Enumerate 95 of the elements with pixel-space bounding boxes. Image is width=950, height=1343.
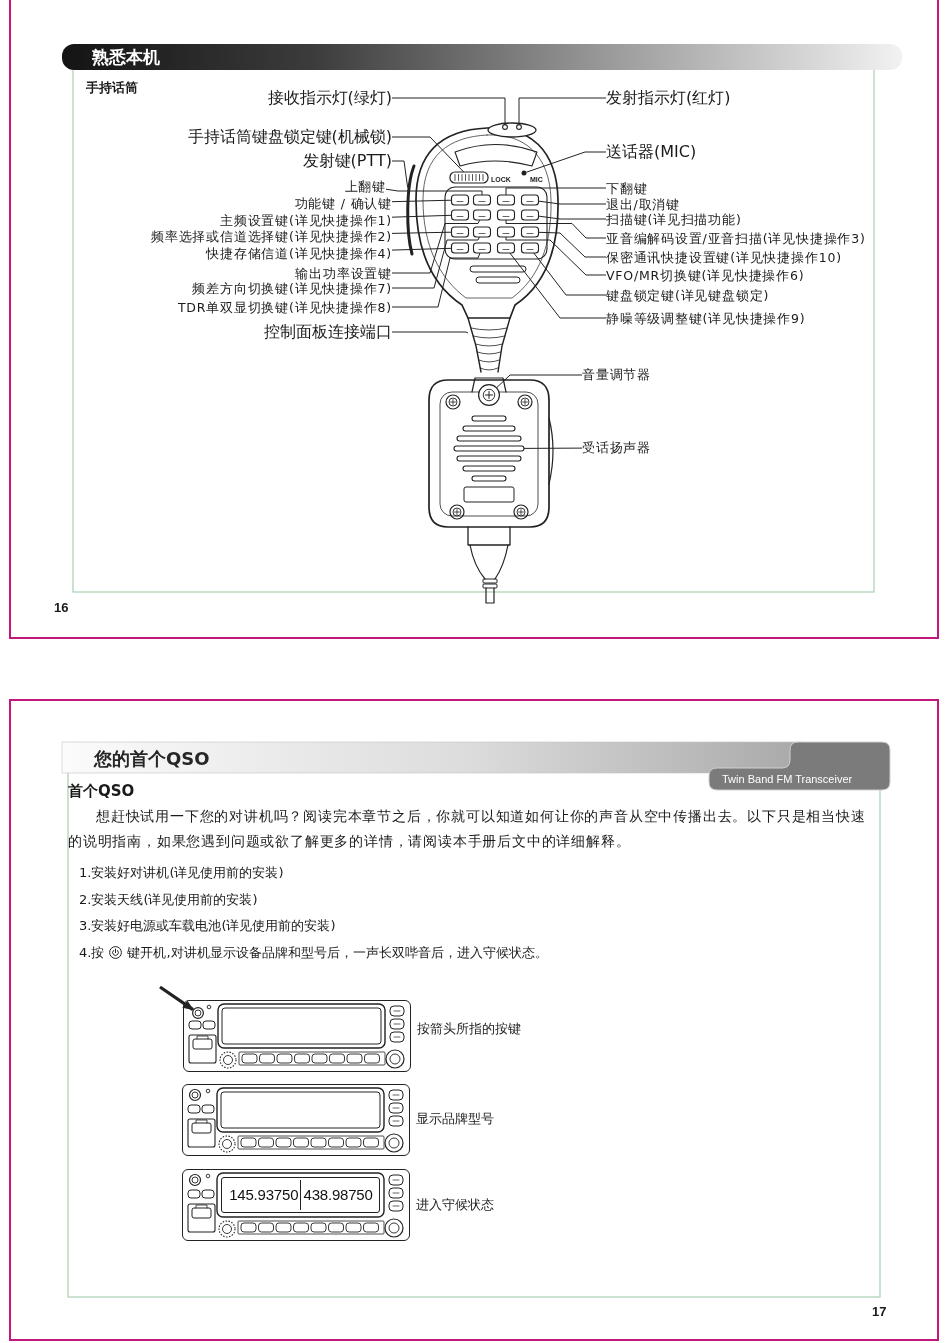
page-number: 17 bbox=[872, 1302, 887, 1320]
indicator-light bbox=[516, 124, 522, 130]
callout-label: 静噪等级调整键(详见快捷操作9) bbox=[606, 310, 806, 326]
step-caption: 按箭头所指的按键 bbox=[417, 1019, 521, 1037]
frequency-readout: 145.93750 bbox=[229, 1186, 299, 1205]
keypad-key bbox=[472, 226, 492, 238]
leader-line bbox=[391, 97, 506, 126]
step-caption: 进入守候状态 bbox=[416, 1195, 494, 1213]
callout-label: 主频设置键(详见快捷操作1) bbox=[220, 212, 392, 228]
keypad-key bbox=[450, 242, 470, 254]
leader-line bbox=[525, 151, 607, 173]
callout-label: 下翻键 bbox=[606, 180, 648, 196]
callout-label: 送话器(MIC) bbox=[606, 142, 697, 162]
leader-line bbox=[391, 199, 452, 203]
indicator-light bbox=[502, 124, 508, 130]
callout-label: 发射指示灯(红灯) bbox=[606, 88, 731, 108]
leader-line bbox=[391, 247, 452, 251]
page-number: 16 bbox=[54, 598, 69, 616]
speaker-grille bbox=[453, 415, 525, 482]
callout-label: 频率选择或信道选择键(详见快捷操作2) bbox=[151, 228, 392, 244]
list-item: 3.安装好电源或车载电池(详见使用前的安装) bbox=[79, 916, 336, 934]
power-knob bbox=[192, 1007, 204, 1019]
keypad-key bbox=[450, 194, 470, 206]
subsection-heading: 手持话筒 bbox=[86, 78, 138, 96]
leader-line bbox=[523, 447, 583, 449]
tagline: Twin Band FM Transceiver bbox=[722, 772, 853, 786]
section-heading: 您的首个QSO bbox=[94, 746, 210, 770]
leader-line bbox=[538, 231, 607, 258]
callout-label: 输出功率设置键 bbox=[295, 265, 392, 281]
callout-label: 功能键 / 确认键 bbox=[294, 195, 392, 211]
body-paragraph: 想赶快试用一下您的对讲机吗？阅读完本章节之后，你就可以知道如何让你的声音从空中传播出去。以下只是相当快速的说明指南，如果您遇到问题或欲了解更多的详情，请阅读本手册后文中的详细解释。 bbox=[68, 806, 867, 851]
callout-label: 上翻键 bbox=[344, 178, 386, 194]
keypad-key bbox=[450, 226, 470, 238]
keypad-key bbox=[450, 209, 470, 221]
leader-line bbox=[391, 231, 452, 234]
callout-label: TDR单双显切换键(详见快捷操作8) bbox=[177, 299, 392, 315]
list-item: 4.按 bbox=[79, 943, 105, 961]
leader-line bbox=[391, 331, 469, 334]
leader-line bbox=[496, 374, 583, 389]
leader-line bbox=[509, 252, 607, 319]
leader-line bbox=[391, 160, 409, 189]
keypad-key bbox=[520, 194, 540, 206]
subsection-heading: 首个QSO bbox=[68, 781, 135, 801]
frequency-readout: 438.98750 bbox=[303, 1186, 373, 1205]
arrow bbox=[159, 985, 194, 1011]
keypad-key bbox=[496, 226, 516, 238]
callout-label: 扫描键(详见扫描功能) bbox=[606, 211, 742, 227]
callout-label: 控制面板连接端口 bbox=[264, 322, 392, 342]
keypad-key bbox=[520, 209, 540, 221]
keypad-key bbox=[520, 242, 540, 254]
callout-label: 受话扬声器 bbox=[582, 440, 651, 456]
leader-line bbox=[538, 215, 607, 220]
leader-line bbox=[505, 187, 607, 196]
keypad-key bbox=[520, 226, 540, 238]
volume-knob bbox=[478, 384, 500, 406]
callout-label: 发射键(PTT) bbox=[302, 151, 392, 171]
list-item: 键开机,对讲机显示设备品牌和型号后，一声长双哔音后，进入守候状态。 bbox=[127, 943, 548, 961]
leader-line bbox=[385, 188, 483, 196]
leader-line bbox=[391, 252, 481, 308]
radio-front-panel bbox=[182, 1169, 410, 1241]
callout-label: 接收指示灯(绿灯) bbox=[267, 88, 392, 108]
callout-label: 快捷存储信道(详见快捷操作4) bbox=[206, 245, 392, 261]
keypad-key bbox=[496, 209, 516, 221]
keypad-key bbox=[496, 194, 516, 206]
cable-strain-relief bbox=[467, 317, 511, 373]
list-item: 1.安装好对讲机(详见使用前的安装) bbox=[79, 863, 284, 881]
leader-line bbox=[533, 252, 607, 296]
leader-line bbox=[518, 97, 607, 126]
callout-label: 频差方向切换键(详见快捷操作7) bbox=[192, 280, 392, 296]
section-heading: 熟悉本机 bbox=[92, 46, 160, 68]
leader-line bbox=[391, 136, 465, 173]
step-caption: 显示品牌型号 bbox=[416, 1109, 494, 1127]
callout-label: 保密通讯快捷设置键(详见快捷操作10) bbox=[606, 249, 842, 265]
keypad-key bbox=[472, 194, 492, 206]
callout-label: 亚音编解码设置/亚音扫描(详见快捷操作3) bbox=[606, 230, 866, 246]
lock-slider bbox=[449, 171, 489, 184]
ptt-side-bar bbox=[406, 164, 416, 256]
leader-line bbox=[505, 219, 607, 239]
leader-line bbox=[505, 236, 607, 276]
keypad-key bbox=[472, 209, 492, 221]
leader-line bbox=[391, 214, 452, 218]
callout-label: 键盘锁定键(详见键盘锁定) bbox=[606, 287, 770, 303]
leader-line bbox=[391, 236, 480, 289]
callout-label: VFO/MR切换键(详见快捷操作6) bbox=[606, 267, 805, 283]
list-item: 2.安装天线(详见使用前的安装) bbox=[79, 890, 258, 908]
leader-line bbox=[538, 200, 607, 205]
keypad-key bbox=[496, 242, 516, 254]
keypad-key bbox=[472, 242, 492, 254]
leader-line bbox=[391, 219, 481, 274]
callout-label: 退出/取消键 bbox=[606, 196, 680, 212]
callout-label: 音量调节器 bbox=[582, 367, 651, 383]
radio-front-panel bbox=[183, 1000, 411, 1072]
callout-label: 手持话筒键盘锁定键(机械锁) bbox=[187, 127, 392, 147]
microphone-hole bbox=[521, 170, 527, 176]
radio-front-panel bbox=[182, 1084, 410, 1156]
